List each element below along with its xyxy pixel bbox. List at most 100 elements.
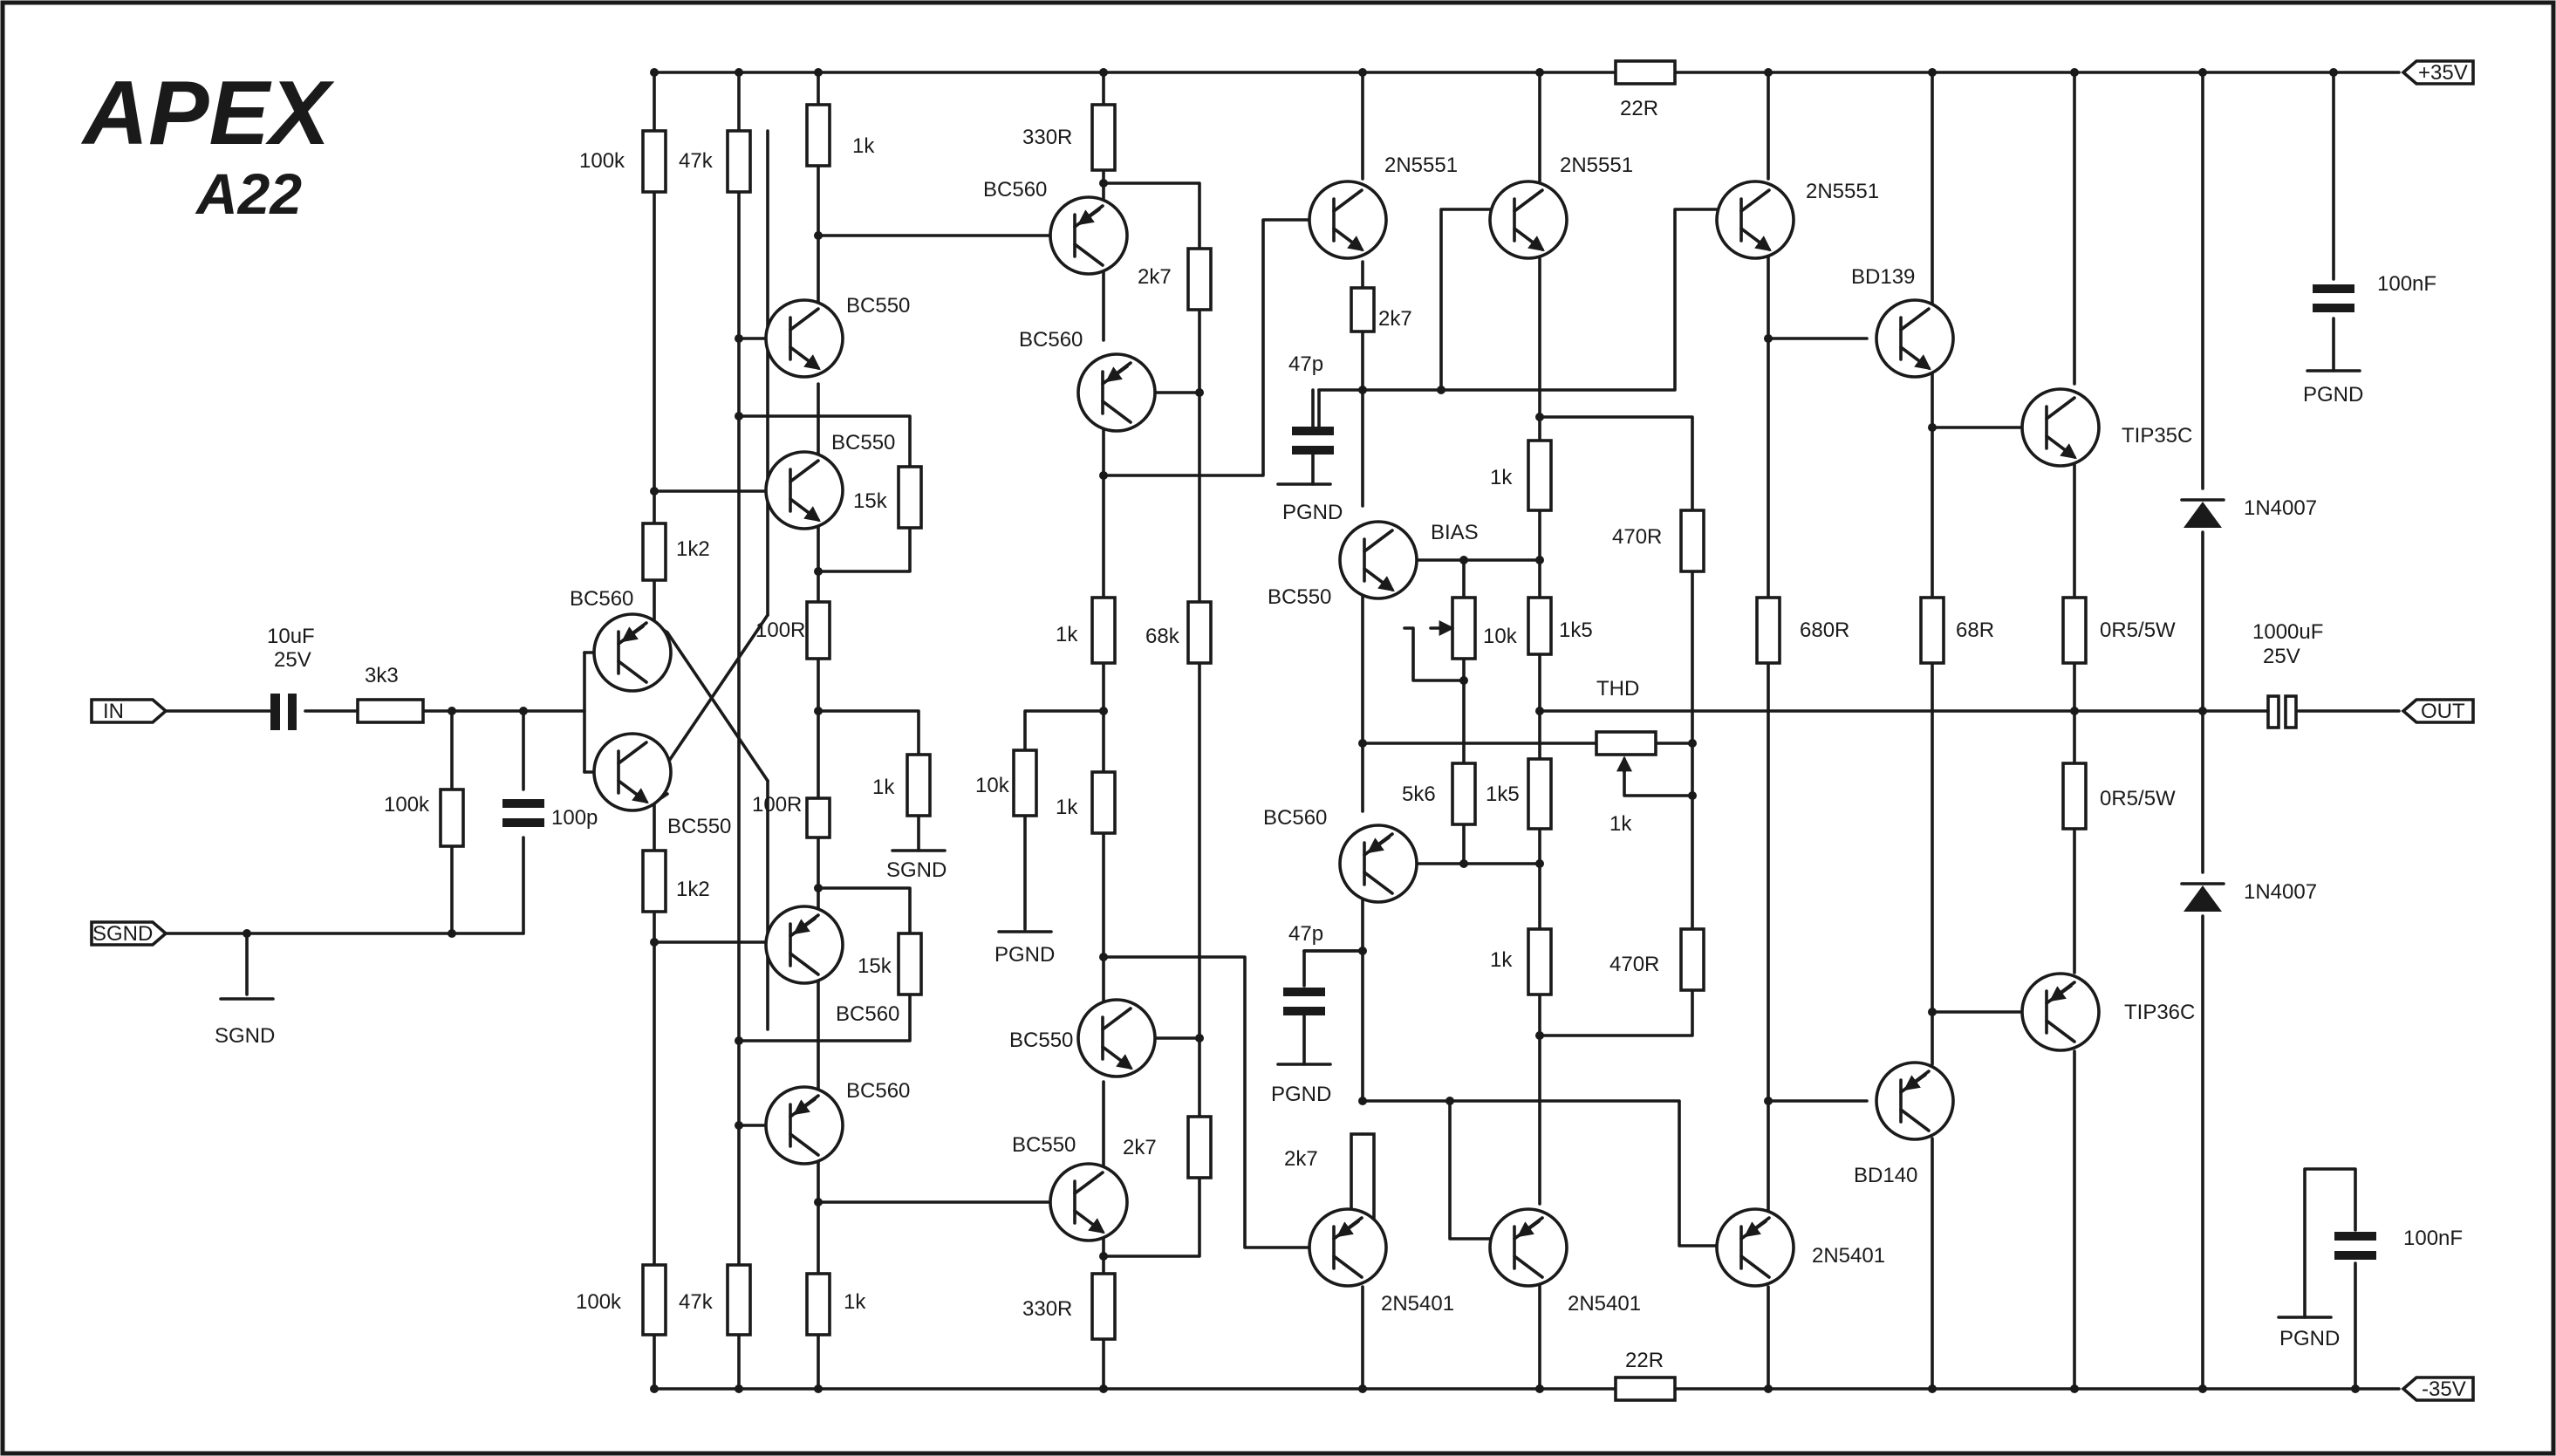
label-out-d-top: 1N4007	[2244, 496, 2317, 520]
transistor-lead-b-0	[617, 660, 648, 684]
capacitor-plate-b-4	[2334, 1251, 2376, 1260]
flag-sgnd	[90, 920, 168, 947]
label-out-d-bot: 1N4007	[2244, 880, 2317, 904]
resistor-v-35	[2061, 762, 2088, 831]
label-cm-r-bot: 1k	[844, 1290, 866, 1314]
label-cm-r15k-bot: 15k	[858, 954, 892, 978]
transistor-body-2	[764, 298, 844, 379]
transistor-body-11	[1488, 180, 1568, 260]
resistor-v-15	[1186, 247, 1213, 311]
resistor-v-12	[805, 1272, 831, 1336]
transistor-lead-b-19	[1899, 1108, 1931, 1132]
transistor-body-18	[1875, 298, 1955, 379]
label-r-e-top: 1k2	[676, 537, 710, 561]
label-drv-pgnd-b: PGND	[1271, 1083, 1331, 1106]
label-drv-r1k-top: 1k	[1490, 466, 1513, 489]
label-sgnd-1: SGND	[215, 1024, 275, 1048]
transistor-lead-a-13	[1363, 529, 1394, 553]
capacitor-plate-b-0	[502, 818, 544, 827]
label-out-q-bot: TIP36C	[2124, 1001, 2195, 1024]
transistor-lead-b-7	[1101, 400, 1132, 424]
label-vas-r330-bot: 330R	[1022, 1297, 1072, 1321]
label-cm-q1: BC550	[846, 294, 910, 318]
label-q-in-pnp: BC560	[570, 587, 633, 611]
label-drv-r1k-bot: 1k	[1490, 948, 1513, 972]
label-drv-r2k7-b: 2k7	[1284, 1147, 1318, 1171]
transistor-lead-b-14	[1363, 871, 1394, 895]
label-r-bot-100k: 100k	[576, 1290, 622, 1314]
label-c-shunt: 100p	[551, 806, 598, 830]
label-drv-r22-bot: 22R	[1625, 1349, 1664, 1372]
logo-model: A22	[195, 161, 302, 226]
label-drv-pgnd-a: PGND	[1282, 501, 1343, 524]
resistor-v-22	[1350, 286, 1376, 333]
label-cm-r1k-sg: 1k	[872, 776, 895, 799]
resistor-v-7	[805, 600, 831, 660]
label-drv-r1k5-a: 1k5	[1559, 619, 1593, 642]
transistor-lead-b-11	[1513, 227, 1545, 252]
transistor-lead-a-12	[1739, 188, 1771, 213]
transistor-lead-b-8	[1101, 1045, 1133, 1070]
resistor-v-32	[1755, 596, 1781, 665]
label-cm-q2: BC550	[831, 431, 895, 455]
transistor-body-0	[592, 612, 673, 693]
resistor-v-29	[1527, 927, 1553, 996]
label-r-shunt: 100k	[384, 793, 430, 817]
resistor-v-27	[1527, 757, 1553, 831]
resistor-v-24	[1451, 596, 1477, 660]
resistor-v-21	[1090, 1272, 1117, 1341]
label-out-r68: 68R	[1956, 619, 1994, 642]
transistor-lead-a-3	[789, 459, 820, 483]
transistor-body-19	[1875, 1061, 1955, 1141]
label-vas-r1k-a: 1k	[1056, 623, 1078, 646]
label-out-q-drv-bot: BD140	[1854, 1164, 1917, 1187]
transistor-arrow-16	[1517, 1220, 1541, 1238]
transistor-lead-b-17	[1739, 1254, 1771, 1279]
label-out-q-drv-top: BD139	[1851, 265, 1915, 289]
net-flags	[90, 59, 2475, 1402]
resistor-v-34	[2061, 596, 2088, 665]
transistor-lead-a-1	[617, 741, 648, 765]
transistor-lead-a-20	[2045, 396, 2076, 420]
resistor-v-30	[1679, 509, 1705, 573]
transistor-body-8	[1076, 998, 1157, 1078]
flag-pos	[2401, 59, 2475, 85]
label-r-bot-47k: 47k	[679, 1290, 714, 1314]
label-vas-r330-top: 330R	[1022, 126, 1072, 149]
components	[219, 59, 2376, 1402]
label-vas-r2k7-bot: 2k7	[1123, 1136, 1157, 1159]
transistor-arrow-15	[1336, 1220, 1360, 1238]
transistor-lead-a-10	[1332, 188, 1363, 213]
transistor-arrow-19	[1903, 1073, 1927, 1091]
resistor-v-5	[641, 1263, 667, 1336]
label-vas-pgnd: PGND	[994, 943, 1055, 967]
label-pos-rail: +35V	[2418, 61, 2468, 85]
label-drv-q-neg3: 2N5401	[1812, 1244, 1885, 1268]
label-r-top-47k: 47k	[679, 149, 714, 173]
capacitor-plate-a-1	[1292, 427, 1334, 435]
resistor-v-8	[805, 796, 831, 839]
transistor-body-4	[764, 905, 844, 985]
transistor-lead-b-4	[789, 952, 820, 976]
label-drv-r5k6: 5k6	[1402, 783, 1436, 806]
label-drv-thd: THD	[1596, 677, 1639, 701]
capacitor-plate-a-4	[2334, 1232, 2376, 1241]
label-r-top-100k: 100k	[579, 149, 625, 173]
wires	[162, 71, 2401, 1391]
transistor-lead-b-1	[617, 779, 649, 804]
label-drv-r22-top: 22R	[1620, 97, 1658, 120]
label-neg-rail: -35V	[2422, 1377, 2466, 1401]
transistor-lead-b-10	[1332, 227, 1364, 252]
label-c-in-v: 25V	[274, 648, 311, 672]
transistor-arrow-6	[1077, 208, 1101, 226]
resistor-v-18	[1012, 749, 1038, 817]
label-vas-q-bot1: BC550	[1009, 1029, 1073, 1052]
transistor-body-13	[1338, 520, 1418, 600]
label-vas-r68k: 68k	[1145, 625, 1180, 648]
label-drv-q-pos1: 2N5551	[1384, 154, 1458, 177]
transistor-body-10	[1308, 180, 1388, 260]
transistor-lead-b-16	[1513, 1254, 1544, 1279]
resistor-v-26	[1451, 762, 1477, 826]
label-drv-r1k5-b: 1k5	[1486, 783, 1520, 806]
label-q-in-npn: BC550	[667, 815, 731, 838]
